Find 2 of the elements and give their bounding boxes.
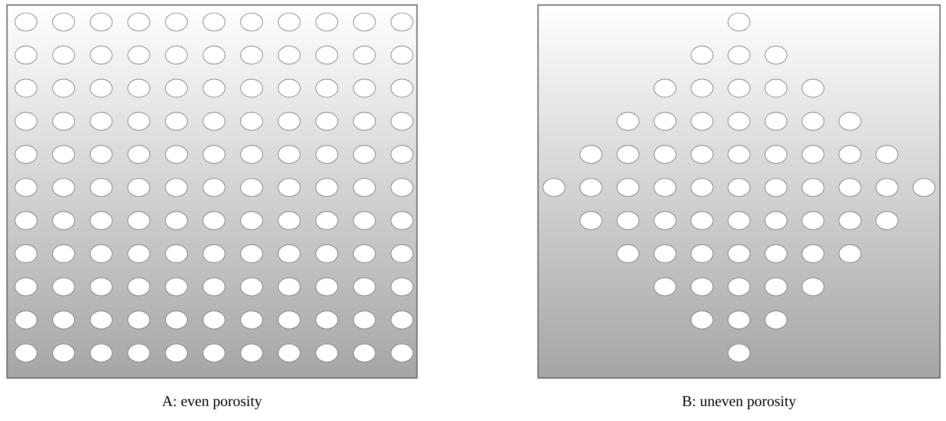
caption: A: even porosity <box>162 396 262 410</box>
caption: B: uneven porosity <box>682 396 796 410</box>
